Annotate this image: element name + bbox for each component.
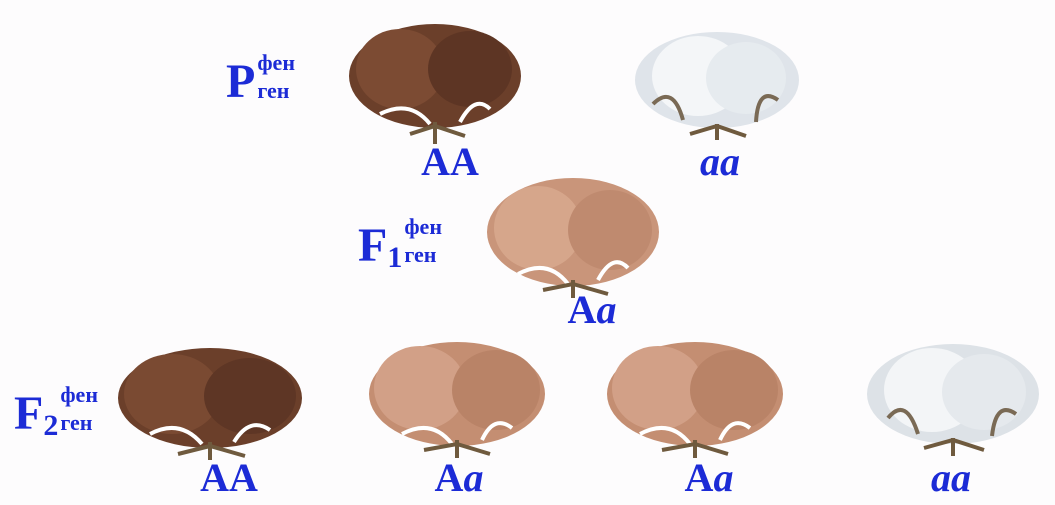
cotton-boll-f2-white [860,334,1046,458]
label-f2-sup: фен [60,384,98,406]
label-f1-sub: ген [404,244,436,266]
genotype-f2-mid-2: Aa [664,458,754,498]
genotype-f2-white: aa [906,458,996,498]
cotton-boll-p-white [628,24,806,142]
label-f2-sub: ген [60,412,92,434]
label-f1-letter: F [358,219,387,272]
genotype-f2-dark: AA [184,458,274,498]
cotton-boll-f2-mid-1 [362,332,552,460]
label-f1-sup: фен [404,216,442,238]
label-p-sup: фен [257,52,295,74]
cotton-boll-f1 [478,170,668,300]
genotype-f2-white-rec: aa [931,455,971,500]
genotype-p-dark: AA [410,142,490,182]
genotype-f2-dark-dom: AA [200,455,258,500]
label-p-sub: ген [257,80,289,102]
genotype-f2-mid-1: Aa [414,458,504,498]
cotton-boll-f2-mid-2 [600,332,790,460]
genotype-p-dark-dom: AA [421,139,479,184]
genotype-f2-mid-1-dom: A [435,455,464,500]
genotype-p-white: aa [680,142,760,182]
cotton-boll-f2-dark [110,338,310,462]
genotype-p-white-rec: aa [700,139,740,184]
cotton-boll-p-dark [340,14,530,146]
genotype-f2-mid-2-dom: A [685,455,714,500]
genotype-f2-mid-1-rec: a [463,455,483,500]
label-f2-letter: F [14,387,43,440]
label-f2-number: 2 [43,409,58,442]
genotype-f1-dom: A [568,287,597,332]
genotype-f2-mid-2-rec: a [713,455,733,500]
label-f1-number: 1 [387,241,402,274]
label-p-letter: P [226,55,255,108]
genotype-f1-rec: a [596,287,616,332]
genotype-f1: Aa [552,290,632,330]
